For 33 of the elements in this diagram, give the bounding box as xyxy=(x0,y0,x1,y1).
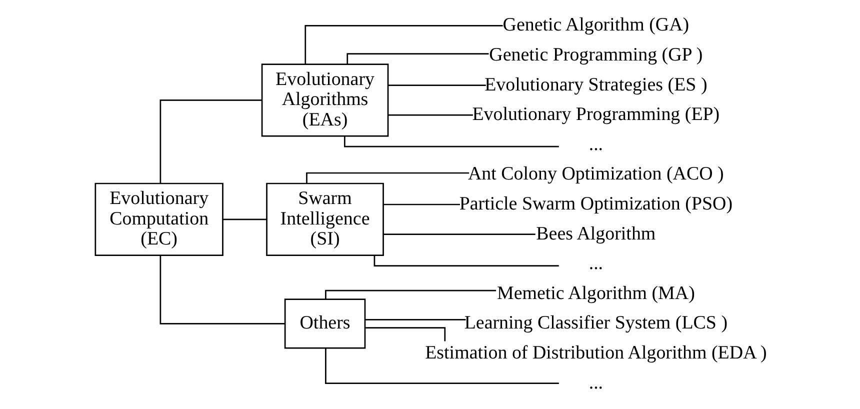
node-text: Evolutionary Programming (EP) xyxy=(472,104,720,126)
connector xyxy=(374,256,559,266)
node-text: ... xyxy=(588,134,604,155)
connector xyxy=(388,84,486,86)
connector xyxy=(222,218,267,220)
node-text: Bees Algorithm xyxy=(536,223,656,244)
connector xyxy=(160,100,262,183)
connector xyxy=(365,318,466,320)
node-text: Learning Classifier System (LCS ) xyxy=(464,312,728,334)
node-text: Genetic Algorithm (GA) xyxy=(502,14,690,36)
connector xyxy=(384,204,460,206)
connector xyxy=(160,256,285,324)
node-text: Ant Colony Optimization (ACO ) xyxy=(468,164,724,185)
node-box: Evolutionary Algorithms (EAs) xyxy=(261,64,389,137)
node-text: Estimation of Distribution Algorithm (EDA ) xyxy=(425,342,767,364)
connector xyxy=(366,327,446,342)
node-text: Particle Swarm Optimization (PSO) xyxy=(459,194,733,215)
connector xyxy=(306,172,470,184)
node-text: Evolutionary Strategies (ES ) xyxy=(484,74,708,96)
node-text: Genetic Programming (GP ) xyxy=(489,44,703,66)
node-text: ... xyxy=(588,372,604,394)
node-box: Others xyxy=(284,298,366,349)
connector xyxy=(384,234,536,235)
node-box: Evolutionary Computation (EC) xyxy=(94,182,224,256)
node-text: ... xyxy=(588,253,604,274)
connector xyxy=(304,25,503,64)
connector xyxy=(344,136,559,148)
connector xyxy=(346,53,489,64)
connector xyxy=(388,114,473,116)
connector xyxy=(325,290,496,300)
connector xyxy=(325,348,559,384)
node-text: Memetic Algorithm (MA) xyxy=(496,282,695,304)
node-box: Swarm Intelligence (SI) xyxy=(266,182,384,256)
